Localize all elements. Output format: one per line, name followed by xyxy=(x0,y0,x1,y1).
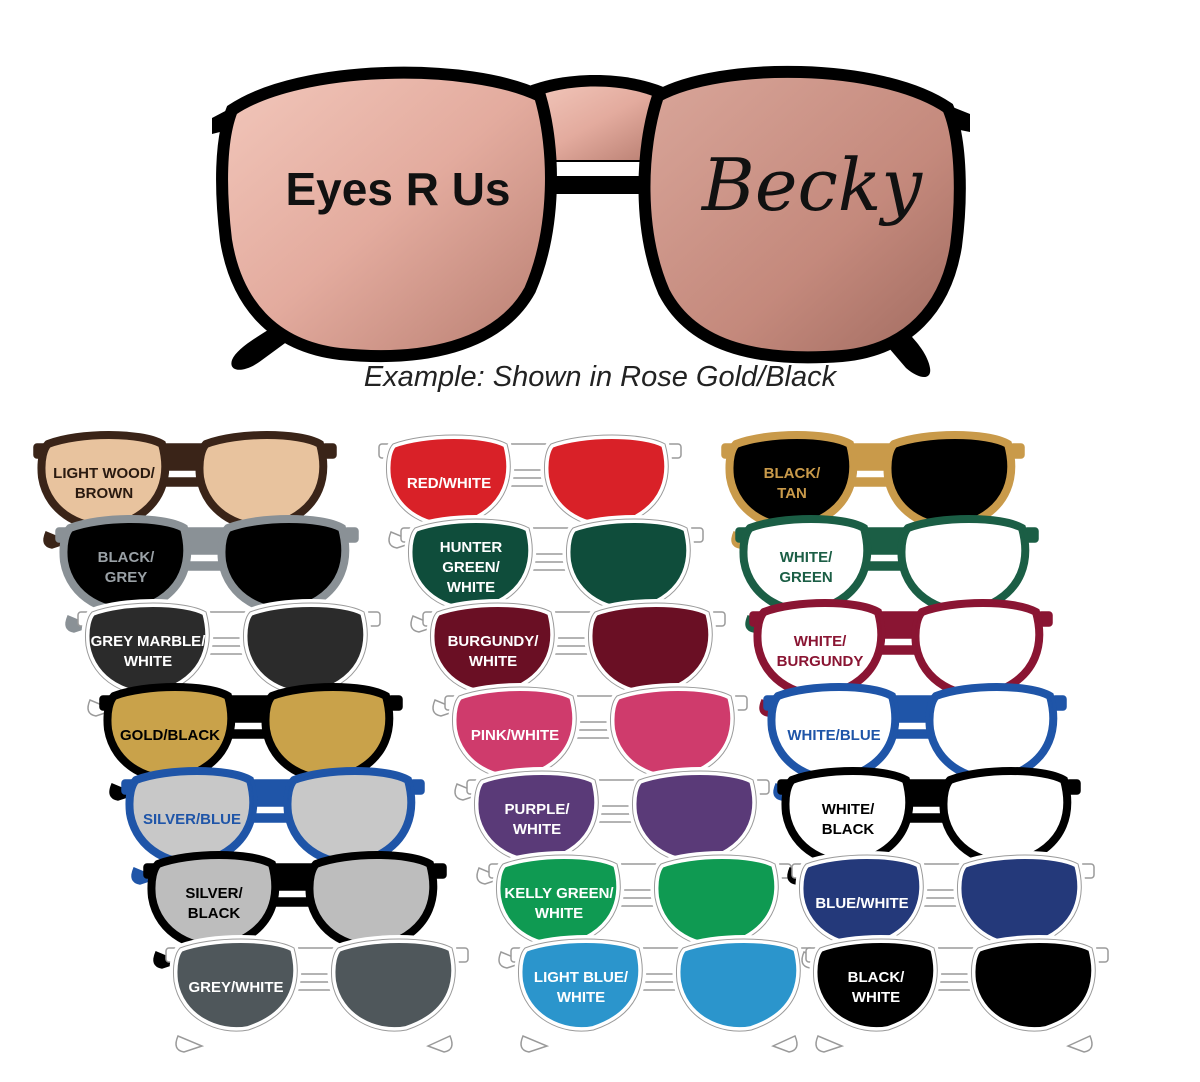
swatch-glasses: BLACK/WHITE xyxy=(805,935,1109,1053)
swatch-label: HUNTER xyxy=(440,539,503,556)
right-lens xyxy=(897,515,1030,616)
swatch-label: GREEN/ xyxy=(442,559,500,576)
swatch-label: LIGHT BLUE/ xyxy=(534,969,629,986)
swatch-label: LIGHT WOOD/ xyxy=(53,465,155,482)
swatch-label: BLACK/ xyxy=(764,465,821,482)
right-lens xyxy=(967,935,1100,1036)
right-lens xyxy=(628,767,761,868)
right-lens xyxy=(883,431,1016,532)
right-temple xyxy=(771,1034,798,1053)
swatch-label: GREY/WHITE xyxy=(188,979,283,996)
swatch-label: BLACK xyxy=(822,821,875,838)
swatch-label: BLUE/WHITE xyxy=(815,895,908,912)
right-lens xyxy=(540,431,673,532)
swatch-label: GREY MARBLE/ xyxy=(91,633,207,650)
swatch-label: SILVER/ xyxy=(185,885,243,902)
swatch-label: PINK/WHITE xyxy=(471,727,559,744)
swatch-label: RED/WHITE xyxy=(407,475,491,492)
swatch-label: WHITE xyxy=(557,989,605,1006)
swatch-label: WHITE/ xyxy=(794,633,847,650)
hero-left-lens-text: Eyes R Us xyxy=(285,163,510,215)
right-lens xyxy=(283,767,416,868)
hero-right-lens-text: Becky xyxy=(700,143,923,227)
swatch-label: WHITE xyxy=(513,821,561,838)
swatch-label: PURPLE/ xyxy=(504,801,570,818)
swatch-label: TAN xyxy=(777,485,807,502)
swatch-glasses: SILVER/BLUE xyxy=(121,767,425,885)
swatch-label: WHITE xyxy=(535,905,583,922)
swatch-label: GREY xyxy=(105,569,148,586)
left-lens-outline xyxy=(518,938,643,1032)
hero-bridge-fill xyxy=(528,86,662,160)
swatch-label: WHITE/ xyxy=(780,549,833,566)
swatch-glasses: BURGUNDY/WHITE xyxy=(422,599,726,717)
swatch-glasses: GREY/WHITE xyxy=(165,935,469,1053)
swatch-glasses: LIGHT BLUE/WHITE xyxy=(510,935,814,1053)
swatch-label: GREEN xyxy=(779,569,832,586)
left-lens-outline xyxy=(813,938,938,1032)
swatch-label: BLACK xyxy=(188,905,241,922)
hero-glasses: Eyes R Us Becky Example: Shown in Rose G… xyxy=(212,65,970,393)
swatch-label: BURGUNDY xyxy=(777,653,864,670)
right-lens xyxy=(672,935,805,1036)
left-temple xyxy=(815,1035,845,1053)
right-lens xyxy=(239,599,372,700)
right-lens xyxy=(953,851,1086,952)
swatch-label: WHITE/ xyxy=(822,801,875,818)
swatch-label: BROWN xyxy=(75,485,133,502)
right-lens xyxy=(327,935,460,1036)
swatch-label: WHITE/BLUE xyxy=(787,727,880,744)
hero-left-temple xyxy=(231,330,292,370)
right-lens xyxy=(195,431,328,532)
right-temple xyxy=(1066,1034,1093,1053)
right-lens xyxy=(939,767,1072,868)
swatch-label: WHITE xyxy=(469,653,517,670)
right-lens xyxy=(911,599,1044,700)
right-lens xyxy=(305,851,438,952)
swatch-label: WHITE xyxy=(852,989,900,1006)
swatch-label: BLACK/ xyxy=(848,969,905,986)
right-lens xyxy=(562,515,695,616)
right-lens xyxy=(606,683,739,784)
left-temple xyxy=(175,1035,205,1053)
swatch-label: GOLD/BLACK xyxy=(120,727,220,744)
right-lens xyxy=(925,683,1058,784)
swatch-glasses: LIGHT WOOD/BROWN xyxy=(33,431,337,549)
swatch-label: BLACK/ xyxy=(98,549,155,566)
left-lens-outline xyxy=(173,938,298,1032)
swatch-label: KELLY GREEN/ xyxy=(504,885,614,902)
hero-caption: Example: Shown in Rose Gold/Black xyxy=(364,361,838,393)
swatch-glasses: BLACK/TAN xyxy=(721,431,1025,549)
hero-bridge-bar xyxy=(540,176,650,194)
left-temple xyxy=(520,1035,550,1053)
right-lens-outline xyxy=(331,938,456,1032)
swatch-label: BURGUNDY/ xyxy=(448,633,540,650)
right-temple xyxy=(426,1034,453,1053)
right-lens-outline xyxy=(971,938,1096,1032)
swatch-label: SILVER/BLUE xyxy=(143,811,241,828)
right-lens xyxy=(584,599,717,700)
swatch-label: WHITE xyxy=(447,579,495,596)
right-lens xyxy=(261,683,394,784)
swatch-glasses: GREY MARBLE/WHITE xyxy=(77,599,381,717)
right-lens-outline xyxy=(676,938,801,1032)
right-lens xyxy=(650,851,783,952)
swatch-label: WHITE xyxy=(124,653,172,670)
right-lens xyxy=(217,515,350,616)
hero-right-lens xyxy=(638,65,966,364)
hero-left-lens xyxy=(216,66,557,363)
